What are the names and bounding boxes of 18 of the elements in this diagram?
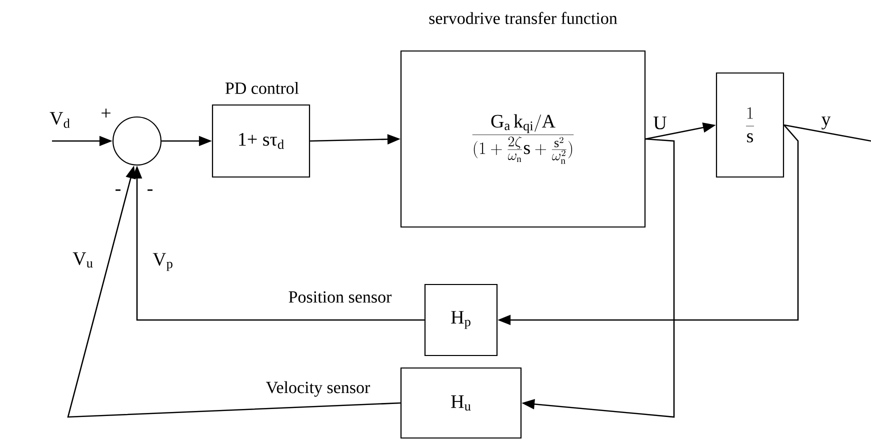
block-box: $\frac{1}{\mathrm{s}}$ [716,72,784,178]
block-box: $\frac{\mathrm{G}_{\mathrm{a}}\,\mathrm{k}_{\mathrm{qi}}/\mathrm{A}}{(1+\frac{2\zeta}{\omega_{\mathrm{n}}}\mathrm{s}+\frac{\mathrm{s}^{2}}{\omega_{\mathrm{n}}^{2}})}$ [400,50,646,228]
summing-junction [112,116,162,166]
signal-label: V$_{p}$ [152,253,172,271]
sign-label: - [148,189,152,191]
sign-label: - [116,189,120,191]
signal-label: V$_{d}$ [50,112,70,128]
signal-label: U [654,116,666,130]
block-box: H$_{u}$ [400,367,522,439]
block-caption: Position sensor [288,291,392,303]
sign-label: + [102,108,110,118]
block-box: H$_{p}$ [424,284,498,356]
block-caption: servodrive transfer function [429,12,618,24]
signal-label: y [821,116,831,130]
block-caption: PD control [225,82,299,94]
block-box: 1+ sτ$_{d}$ [212,104,310,178]
signal-label: V$_{u}$ [72,252,93,268]
block-caption: Velocity sensor [266,381,370,397]
